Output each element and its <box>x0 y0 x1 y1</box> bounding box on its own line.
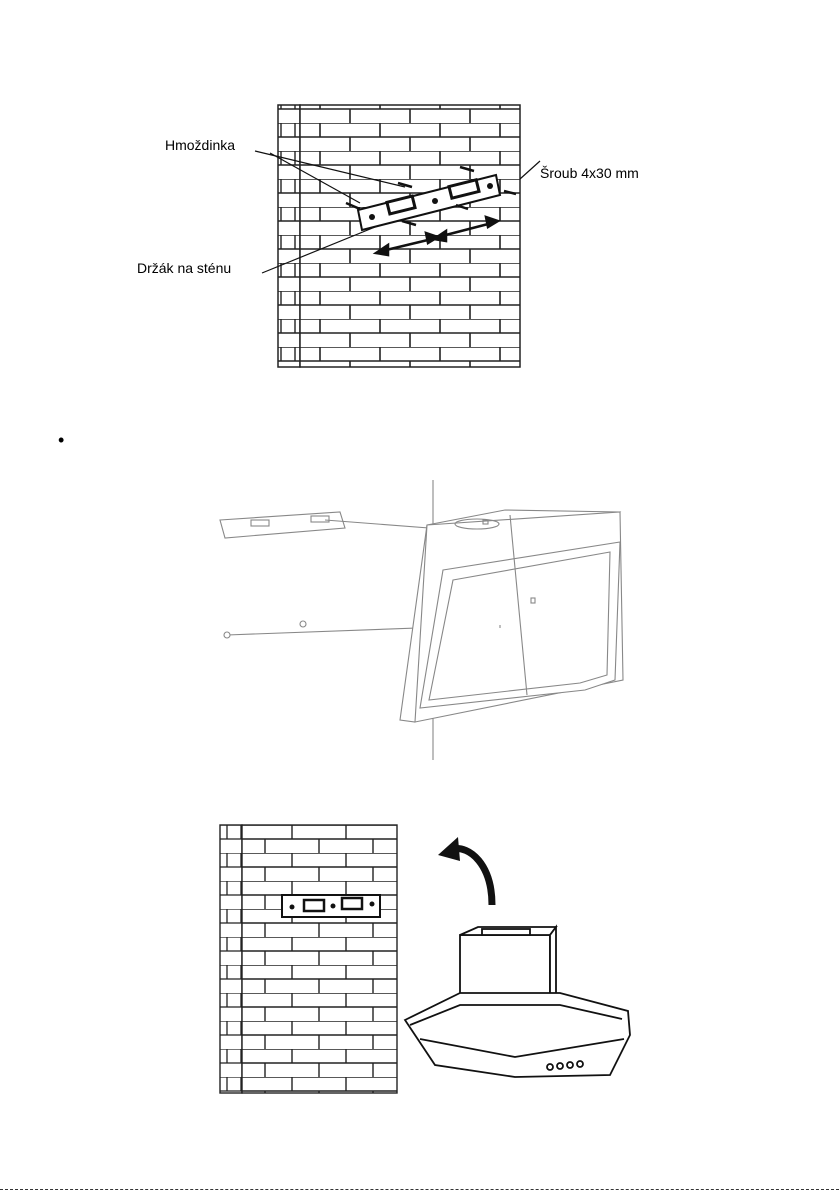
figure-wall-bracket-installation: Hmoždinka Šroub 4x30 mm Držák na sténu <box>120 95 680 370</box>
cooker-hood-icon <box>405 927 630 1077</box>
figure-hood-mounting <box>220 825 660 1095</box>
page-bottom-border <box>0 1189 839 1190</box>
wall-bracket-icon <box>282 895 380 917</box>
bracket-plate-icon <box>220 512 345 538</box>
hood-side-view-icon <box>215 480 635 760</box>
rotate-arrow-icon <box>438 837 492 905</box>
screw-label: Šroub 4x30 mm <box>540 165 639 181</box>
list-bullet: • <box>58 432 64 448</box>
figure-hood-alignment <box>215 480 635 760</box>
anchor-label: Hmoždinka <box>165 137 235 153</box>
brick-wall-icon <box>220 825 660 1095</box>
bracket-label: Držák na sténu <box>137 260 231 276</box>
